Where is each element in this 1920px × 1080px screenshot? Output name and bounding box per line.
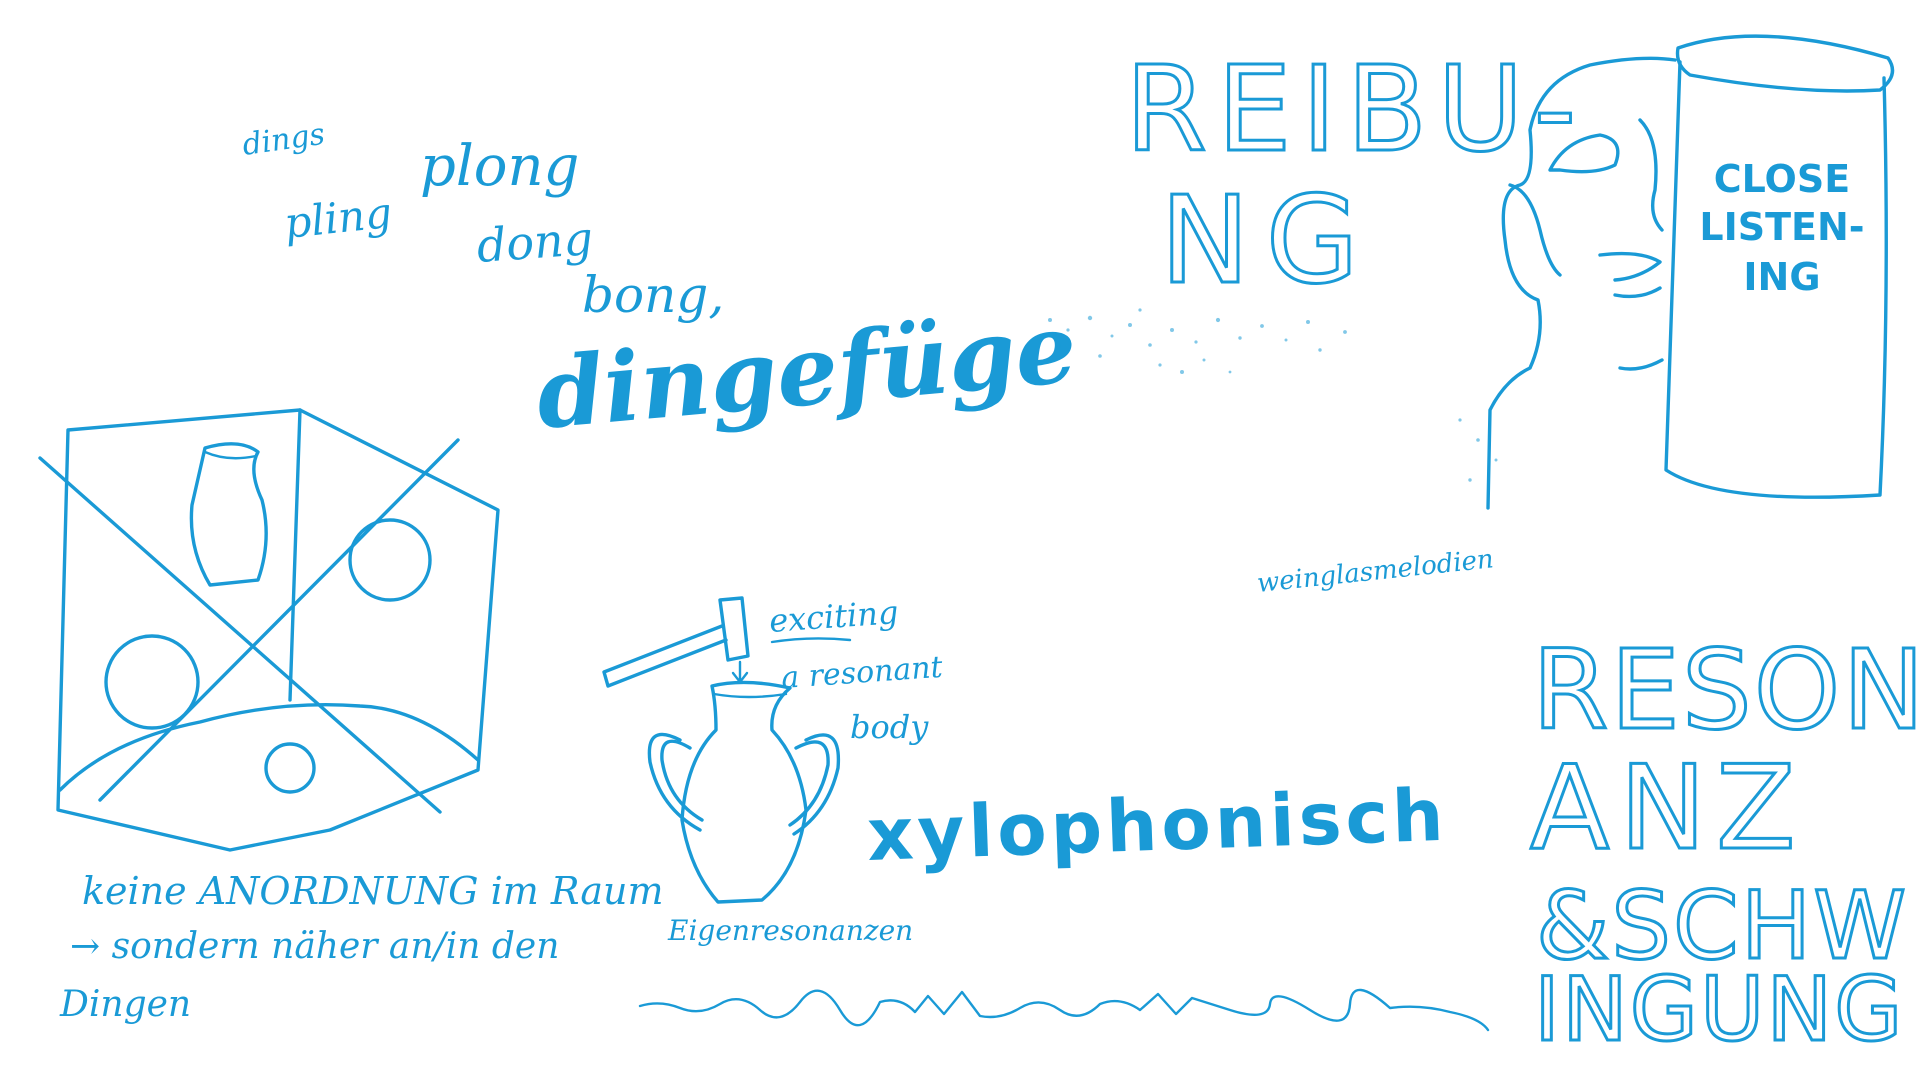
resonanz-line3: &SCHW: [1536, 872, 1908, 981]
resonanz-line4: INGUNG: [1534, 958, 1904, 1061]
word-bong: bong,: [582, 266, 724, 324]
vase-caption: Eigenresonanzen: [667, 914, 913, 947]
word-reibung-line2: NG: [1160, 172, 1375, 311]
arrangement-note-line1: keine ANORDNUNG im Raum: [82, 869, 664, 913]
word-dong: dong: [475, 211, 595, 273]
close-listening-line3: ING: [1743, 255, 1820, 299]
vase-note-line1: exciting: [768, 593, 900, 640]
crossed-box-drawing: [38, 408, 500, 852]
word-dings: dings: [240, 117, 327, 163]
exciting-underline: [770, 637, 852, 644]
hammer-drawing: [602, 596, 750, 688]
word-reibung-line1: REIBU-: [1125, 40, 1586, 178]
word-pling: pling: [282, 188, 394, 248]
vase-note-line3: body: [850, 708, 929, 746]
resonanz-line1: RESON: [1532, 626, 1920, 754]
resonanz-line2: ANZ: [1530, 741, 1806, 876]
speckle-texture: [1048, 308, 1498, 482]
word-plong: plong: [420, 134, 579, 199]
close-listening-line1: CLOSE: [1714, 157, 1850, 201]
cylinder-drawing: [1664, 34, 1895, 499]
word-xylophonisch: xylophonisch: [866, 773, 1449, 877]
head-drawing: [1486, 56, 1677, 510]
word-weinglasmelodien: weinglasmelodien: [1256, 544, 1495, 599]
vase-drawing: [647, 680, 841, 904]
close-listening-line2: LISTEN-: [1699, 205, 1864, 249]
arrangement-note-line2: → sondern näher an/in den: [70, 926, 559, 967]
sound-wave-line: [638, 988, 1490, 1032]
vase-note-line2: a resonant: [780, 650, 945, 696]
arrangement-note-line3: Dingen: [59, 984, 191, 1025]
